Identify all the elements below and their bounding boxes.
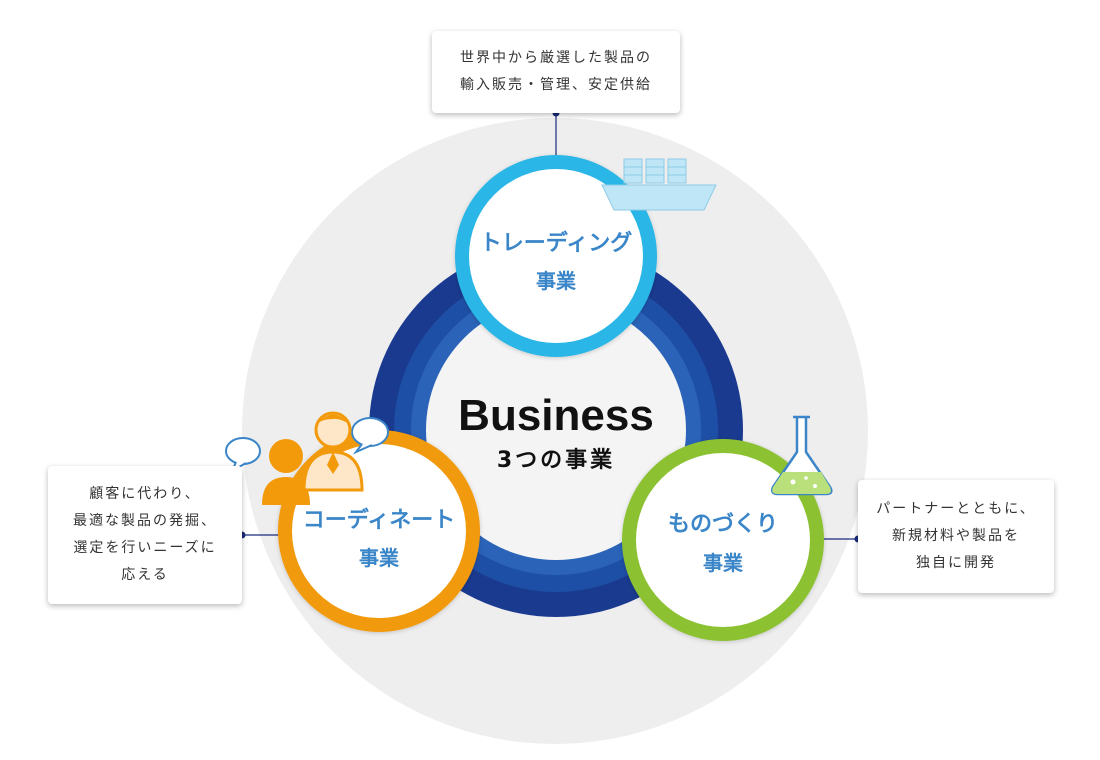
coordinate-name: コーディネート	[303, 507, 455, 533]
trading-suffix: 事業	[536, 269, 577, 293]
callout-manufacturing: パートナーとともに、 新規材料や製品を 独自に開発	[858, 480, 1054, 593]
manufacturing-suffix: 事業	[703, 551, 744, 575]
flask-icon	[770, 415, 833, 496]
center-disc	[426, 300, 686, 560]
center-title: Business	[458, 391, 654, 440]
coordinate-circle: コーディネート 事業	[278, 430, 480, 632]
callout-line: 選定を行いニーズに	[73, 540, 217, 556]
callout-line: 最適な製品の発掘、	[73, 513, 217, 529]
coordinate-suffix: 事業	[359, 546, 400, 570]
callout-line: 輸入販売・管理、安定供給	[460, 77, 652, 93]
callout-line: 顧客に代わり、	[89, 486, 201, 502]
trading-circle: トレーディング 事業	[455, 155, 657, 357]
trading-name: トレーディング	[480, 230, 632, 256]
callout-line: パートナーとともに、	[876, 501, 1036, 517]
manufacturing-name: ものづくり	[668, 512, 778, 537]
callout-line: 新規材料や製品を	[892, 528, 1020, 544]
callout-line: 世界中から厳選した製品の	[460, 50, 652, 66]
cargo-ship-icon	[601, 158, 717, 211]
callout-coordinate: 顧客に代わり、 最適な製品の発掘、 選定を行いニーズに 応える	[48, 466, 242, 604]
center-subtitle: 3つの事業	[497, 447, 615, 473]
business-people-icon	[262, 411, 364, 505]
callout-trading: 世界中から厳選した製品の 輸入販売・管理、安定供給	[432, 31, 680, 113]
callout-line: 独自に開発	[916, 555, 996, 571]
callout-line: 応える	[121, 567, 169, 583]
